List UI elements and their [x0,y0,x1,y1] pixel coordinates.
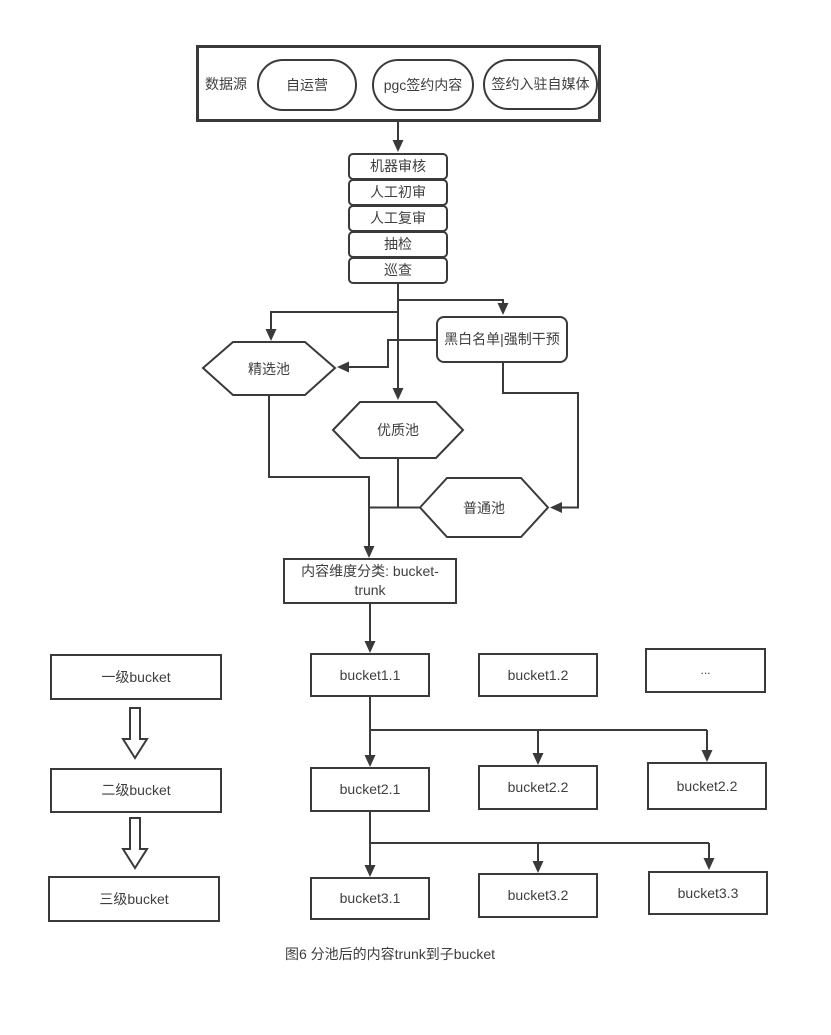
quality-pool-hexagon [331,401,465,459]
review-step-sampling: 抽检 [348,231,448,258]
arrowhead-into-bucket32 [532,861,544,873]
bucket-3-1-box: bucket3.1 [310,877,430,920]
intervention-box: 黑白名单|强制干预 [436,316,568,363]
arrowhead-into-bucket22 [532,753,544,765]
level2-to-level3-block-arrow [121,817,149,870]
connector-review-to-featured-pool [270,311,398,329]
connector-bucket11-fanout [369,697,708,755]
arrowhead-into-bucket31 [364,865,376,877]
review-step-patrol: 巡查 [348,257,448,284]
arrowhead-into-review [392,140,404,152]
review-step-second-manual: 人工复审 [348,205,448,232]
data-source-label: 数据源 [205,75,247,92]
data-source-container [196,45,601,122]
arrowhead-into-bucket21 [364,755,376,767]
level3-box: 三级bucket [48,876,220,922]
connector-review-to-intervention [398,299,504,303]
arrowhead-into-quality-pool [392,388,404,400]
channel-pgc-signed: pgc签约内容 [372,59,474,111]
review-step-machine: 机器审核 [348,153,448,180]
arrowhead-into-featured-pool-right [337,361,349,373]
figure-caption: 图6 分池后的内容trunk到子bucket [284,946,496,962]
arrowhead-into-bucket33 [703,858,715,870]
bucket-2-1-box: bucket2.1 [310,767,430,812]
arrowhead-into-intervention [497,303,509,315]
arrowhead-into-normal-pool-right [550,502,562,513]
bucket-1-more-box: ... [645,648,766,693]
arrowhead-into-bucket11 [364,641,376,653]
bucket-1-1-box: bucket1.1 [310,653,430,697]
featured-pool-hexagon [201,341,337,396]
level1-to-level2-block-arrow [121,707,149,760]
bucket-3-2-box: bucket3.2 [478,873,598,918]
channel-signed-media: 签约入驻自媒体 [483,59,598,110]
normal-pool-label: 普通池 [463,499,505,516]
channel-self-operated: 自运营 [257,59,357,111]
normal-pool-hexagon [418,477,550,538]
connector-intervention-to-featured-pool [349,339,436,368]
review-step-first-manual: 人工初审 [348,179,448,206]
bucket-2-2b-box: bucket2.2 [647,762,767,810]
level2-box: 二级bucket [50,768,222,813]
connector-bucket21-fanout [369,812,710,865]
arrowhead-into-featured-pool-top [265,329,277,341]
quality-pool-label: 优质池 [377,422,419,438]
bucket-2-2-box: bucket2.2 [478,765,598,810]
classification-box: 内容维度分类: bucket-trunk [283,558,457,604]
arrowhead-into-classification [363,546,375,558]
connector-featured-pool-merge [268,395,370,508]
featured-pool-label: 精选池 [248,360,290,377]
connector-intervention-to-normal-pool [502,363,579,509]
level1-box: 一级bucket [50,654,222,700]
arrowhead-into-bucket22b [701,750,713,762]
bucket-1-2-box: bucket1.2 [478,653,598,697]
bucket-3-3-box: bucket3.3 [648,871,768,915]
